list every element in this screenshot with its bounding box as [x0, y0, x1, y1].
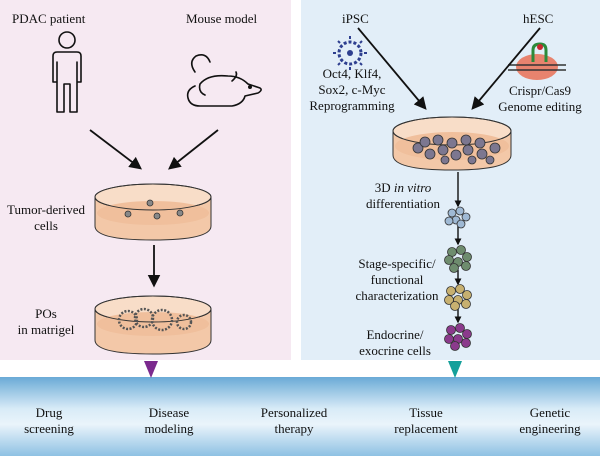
tumor-cells-label: Tumor-derived cells	[7, 202, 85, 233]
organoids-label: POs in matrigel	[17, 306, 75, 337]
petri-dish-icon	[94, 295, 212, 355]
right-marker-icon	[448, 361, 462, 378]
application-tissue-replacement: Tissue replacement	[394, 405, 458, 436]
reprogramming-factors-label: Oct4, Klf4, Sox2, c-Myc Reprogramming	[309, 66, 395, 113]
petri-dish-icon	[392, 116, 512, 171]
left-marker-icon	[144, 361, 158, 378]
mouse-icon	[186, 54, 262, 107]
crispr-label: Crispr/Cas9 Genome editing	[498, 83, 582, 114]
left-arrows	[89, 129, 219, 288]
petri-dish-icon	[94, 183, 212, 241]
application-genetic-engineering: Genetic engineering	[519, 405, 581, 436]
ipsc-label: iPSC	[342, 11, 369, 26]
right-arrows	[357, 27, 541, 110]
source-mouse-model: Mouse model	[186, 11, 258, 26]
organoid-stage4-icon	[444, 323, 472, 351]
crispr-cas9-icon	[508, 42, 566, 80]
organoid-stage3-icon	[444, 284, 472, 311]
organoid-icon	[117, 307, 193, 332]
tumor-cell-icon	[124, 199, 184, 220]
organoid-stage2-icon	[444, 245, 472, 273]
application-personalized-therapy: Personalized therapy	[260, 405, 328, 436]
application-disease-modeling: Disease modeling	[144, 405, 194, 436]
organoid-stage1-icon	[444, 206, 471, 229]
hesc-label: hESC	[523, 11, 554, 26]
application-drug-screening: Drug screening	[24, 405, 74, 436]
source-pdac-patient: PDAC patient	[12, 11, 86, 26]
stem-cell-colony-icon	[412, 134, 501, 165]
differentiation-label: 3D in vitro differentiation	[365, 180, 441, 211]
applications-bar	[0, 377, 600, 456]
characterization-label: Stage-specific/ functional characterizat…	[355, 256, 439, 303]
endocrine-exocrine-label: Endocrine/ exocrine cells	[359, 327, 431, 358]
differentiation-sequence	[444, 172, 472, 351]
virus-icon	[333, 36, 367, 70]
person-icon	[52, 31, 82, 113]
